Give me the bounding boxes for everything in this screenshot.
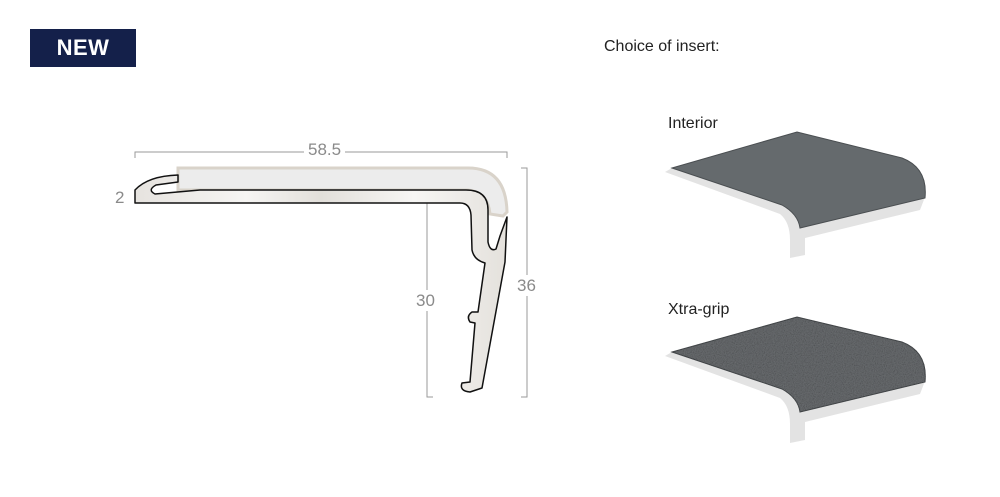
thickness-dimension-label: 2 [115, 188, 125, 207]
new-badge: NEW [30, 29, 136, 67]
aluminium-profile [134, 174, 508, 393]
interior-label: Interior [668, 115, 718, 132]
width-dimension-label: 58.5 [304, 141, 346, 158]
inner-height-dimension-label: 30 [416, 290, 435, 311]
insert-choice-heading: Choice of insert: [604, 38, 720, 55]
xtra-grip-insert-image [665, 316, 926, 443]
xtra-grip-label: Xtra-grip [668, 301, 730, 318]
interior-insert-image [665, 131, 926, 258]
total-height-dimension-label: 36 [517, 275, 536, 296]
